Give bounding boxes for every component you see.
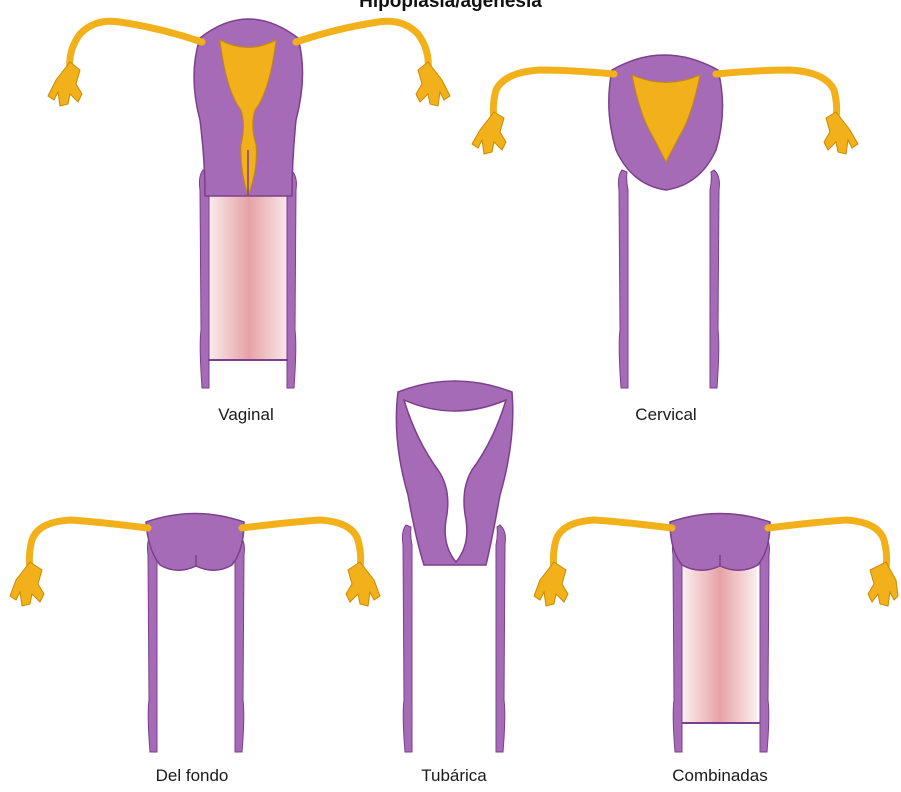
fimbria-right	[416, 62, 450, 106]
fimbria-left	[10, 562, 44, 606]
figure-combined	[534, 514, 898, 753]
fimbria-left	[472, 112, 506, 154]
label-vaginal: Vaginal	[186, 405, 306, 425]
vaginal-wall-left	[618, 170, 628, 388]
fimbria-right	[824, 112, 858, 154]
figure-tubal	[396, 381, 512, 752]
fimbria-left	[48, 62, 82, 106]
uterus-body	[146, 514, 244, 571]
figure-fundal	[10, 514, 380, 753]
tube-left	[29, 520, 148, 568]
tube-right	[296, 21, 428, 70]
figure-cervical	[472, 55, 858, 388]
vaginal-wall-left	[147, 535, 157, 752]
vagina-lumen	[683, 555, 757, 723]
fimbria-left	[534, 562, 568, 606]
label-tubal: Tubárica	[394, 766, 514, 786]
label-combined: Combinadas	[660, 766, 780, 786]
vaginal-wall-right	[760, 535, 769, 752]
tube-right	[716, 70, 837, 118]
tube-left	[553, 520, 672, 568]
vaginal-wall-right	[496, 525, 505, 752]
fimbria-right	[346, 562, 380, 606]
vaginal-wall-right	[710, 170, 719, 388]
vaginal-wall-left	[199, 170, 209, 388]
fimbria-right	[868, 562, 898, 606]
figure-vaginal	[48, 19, 450, 388]
tube-right	[242, 520, 361, 568]
vaginal-wall-right	[235, 535, 244, 752]
vagina-lumen	[207, 192, 291, 360]
vaginal-wall-left	[672, 535, 682, 752]
tube-left	[493, 70, 614, 118]
tube-right	[768, 520, 887, 568]
vaginal-wall-left	[402, 525, 412, 752]
tube-left	[70, 21, 202, 70]
label-cervical: Cervical	[606, 405, 726, 425]
label-fundal: Del fondo	[132, 766, 252, 786]
vaginal-wall-right	[287, 170, 296, 388]
